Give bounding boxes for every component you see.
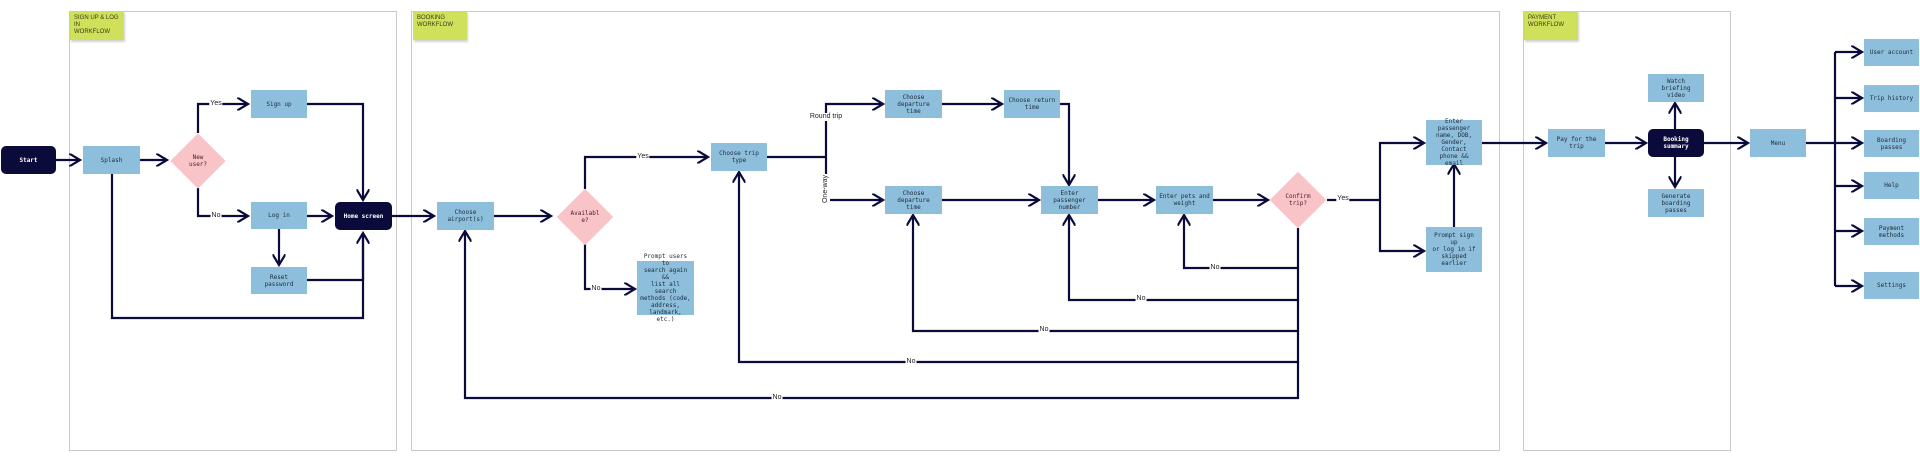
edge-label-no-available: No: [590, 285, 602, 293]
payment-frame-title: PAYMENT WORKFLOW: [1528, 15, 1564, 28]
choose-airports-node: Choose airport(s): [437, 202, 494, 230]
boarding-passes-node: Boarding passes: [1864, 130, 1919, 157]
log-in-node: Log in: [251, 202, 307, 229]
edge-newuser-signup: [196, 104, 248, 133]
start-node: Start: [1, 146, 56, 174]
edge-reset-home: [307, 233, 363, 282]
booking-sticky-note: BOOKING WORKFLOW: [413, 11, 467, 40]
enter-pets-weight-node: Enter pets and weight: [1156, 186, 1213, 214]
confirm-trip-decision: Confirm trip?: [1268, 171, 1328, 228]
home-screen-node: Home screen: [335, 202, 392, 230]
edge-signup-home: [307, 102, 363, 200]
edge-label-no-new-user: No: [210, 212, 222, 220]
edge-no-triptype: [739, 172, 1300, 364]
payment-sticky-note: PAYMENT WORKFLOW: [1524, 11, 1578, 40]
choose-departure-time-roundtrip-node: Choose departure time: [885, 90, 942, 118]
edge-no-passenger: [1069, 215, 1300, 302]
new-user-decision: New user?: [169, 132, 227, 189]
edge-label-round-trip: Round trip: [808, 113, 844, 121]
menu-node: Menu: [1750, 129, 1806, 157]
edge-oneway: [824, 157, 883, 200]
edge-label-no-pets: No: [1209, 264, 1221, 272]
edge-return-passenger: [1060, 102, 1069, 185]
edge-label-yes-confirm: Yes: [1336, 195, 1350, 203]
edge-label-no-passenger: No: [1135, 295, 1147, 303]
signup-login-frame-title: SIGN UP & LOG IN WORKFLOW: [74, 15, 119, 35]
watch-briefing-video-node: Watch briefing video: [1648, 74, 1704, 102]
available-decision: Availabl e?: [555, 188, 615, 245]
edge-confirm-prompt: [1378, 200, 1424, 251]
trip-history-node: Trip history: [1864, 85, 1919, 112]
edge-available-triptype: [583, 157, 708, 189]
splash-node: Splash: [83, 146, 140, 174]
choose-trip-type-node: Choose trip type: [711, 143, 767, 171]
edge-confirm-details: [1378, 143, 1424, 200]
reset-password-node: Reset password: [251, 267, 307, 294]
edge-newuser-login: [196, 188, 248, 216]
edge-available-prompt: [583, 244, 635, 289]
settings-node: Settings: [1864, 272, 1919, 299]
help-node: Help: [1864, 172, 1919, 199]
booking-frame-title: BOOKING WORKFLOW: [417, 15, 453, 28]
available-label: Availabl e?: [570, 209, 600, 224]
booking-summary-node: Booking summary: [1648, 129, 1704, 157]
edge-label-no-airports: No: [771, 394, 783, 402]
enter-passenger-number-node: Enter passenger number: [1041, 186, 1098, 214]
edge-no-airports: [465, 231, 1300, 400]
edge-no-departure: [913, 215, 1300, 333]
signup-login-frame: [69, 11, 397, 451]
pay-for-trip-node: Pay for the trip: [1548, 129, 1605, 157]
prompt-search-node: Prompt users to search again && list all…: [637, 253, 694, 323]
payment-methods-node: Payment methods: [1864, 218, 1919, 245]
choose-return-time-node: Choose return time: [1004, 90, 1060, 118]
generate-boarding-passes-node: Generate boarding passes: [1648, 189, 1704, 217]
prompt-signup-login-node: Prompt sign up or log in if skipped earl…: [1426, 227, 1482, 272]
edge-label-one-way: One-way: [822, 173, 830, 205]
choose-departure-time-oneway-node: Choose departure time: [885, 186, 942, 214]
signup-login-sticky-note: SIGN UP & LOG IN WORKFLOW: [70, 11, 124, 40]
edge-label-no-departure: No: [1038, 326, 1050, 334]
edge-label-yes-available: Yes: [636, 153, 650, 161]
edge-splash-home: [110, 173, 365, 320]
edge-label-no-trip-type: No: [905, 358, 917, 366]
edge-no-pets: [1184, 215, 1300, 270]
confirm-trip-label: Confirm trip?: [1285, 192, 1311, 207]
enter-passenger-details-node: Enter passenger name, DOB, Gender, Conta…: [1426, 118, 1482, 167]
sign-up-node: Sign up: [251, 90, 307, 118]
new-user-label: New user?: [188, 153, 208, 168]
edge-roundtrip: [824, 104, 883, 157]
edge-label-yes-new-user: Yes: [209, 100, 223, 108]
user-account-node: User account: [1864, 39, 1919, 66]
